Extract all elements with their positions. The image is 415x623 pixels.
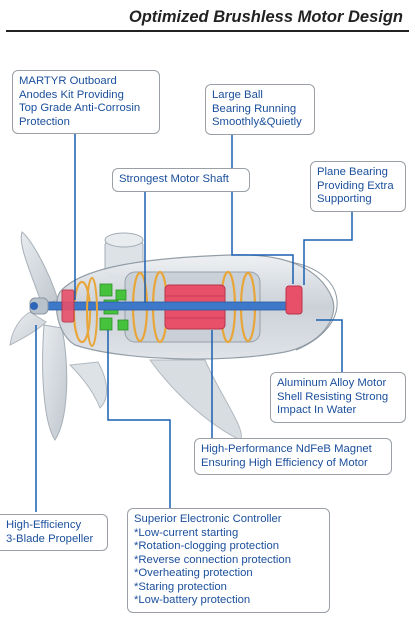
callout-anodes-kit: MARTYR Outboard Anodes Kit Providing Top… xyxy=(12,70,160,134)
callout-large-ball-bearing: Large Ball Bearing Running Smoothly&Quie… xyxy=(205,84,315,135)
motor-shaft xyxy=(37,301,301,311)
propeller-blade-middle xyxy=(9,311,47,346)
front-bearing xyxy=(61,289,75,323)
leader-lines xyxy=(35,132,353,512)
nose-cone xyxy=(289,261,338,351)
mount-neck-top xyxy=(104,232,144,248)
anode-ring xyxy=(86,277,98,347)
hub-cap xyxy=(30,302,38,310)
propeller-blade-lower xyxy=(42,324,68,441)
electronic-controller xyxy=(99,283,129,331)
ball-bearing xyxy=(285,285,303,315)
leader-bearing xyxy=(231,132,294,284)
lower-fin xyxy=(149,359,242,441)
propeller-blade-upper xyxy=(20,231,59,306)
leader-shell xyxy=(316,319,343,375)
callout-propeller: High-Efficiency 3-Blade Propeller xyxy=(0,514,108,551)
callout-electronic-controller: Superior Electronic Controller *Low-curr… xyxy=(127,508,330,613)
page-title: Optimized Brushless Motor Design xyxy=(128,8,403,26)
callout-aluminum-shell: Aluminum Alloy Motor Shell Resisting Str… xyxy=(270,372,406,423)
leader-controller xyxy=(107,330,171,508)
callout-motor-shaft: Strongest Motor Shaft xyxy=(112,168,250,192)
side-fin xyxy=(68,361,107,409)
callout-plane-bearing: Plane Bearing Providing Extra Supporting xyxy=(310,161,406,212)
leader-plane xyxy=(303,212,353,285)
title-underline xyxy=(6,30,409,32)
callout-ndfeb-magnet: High-Performance NdFeB Magnet Ensuring H… xyxy=(194,438,392,475)
